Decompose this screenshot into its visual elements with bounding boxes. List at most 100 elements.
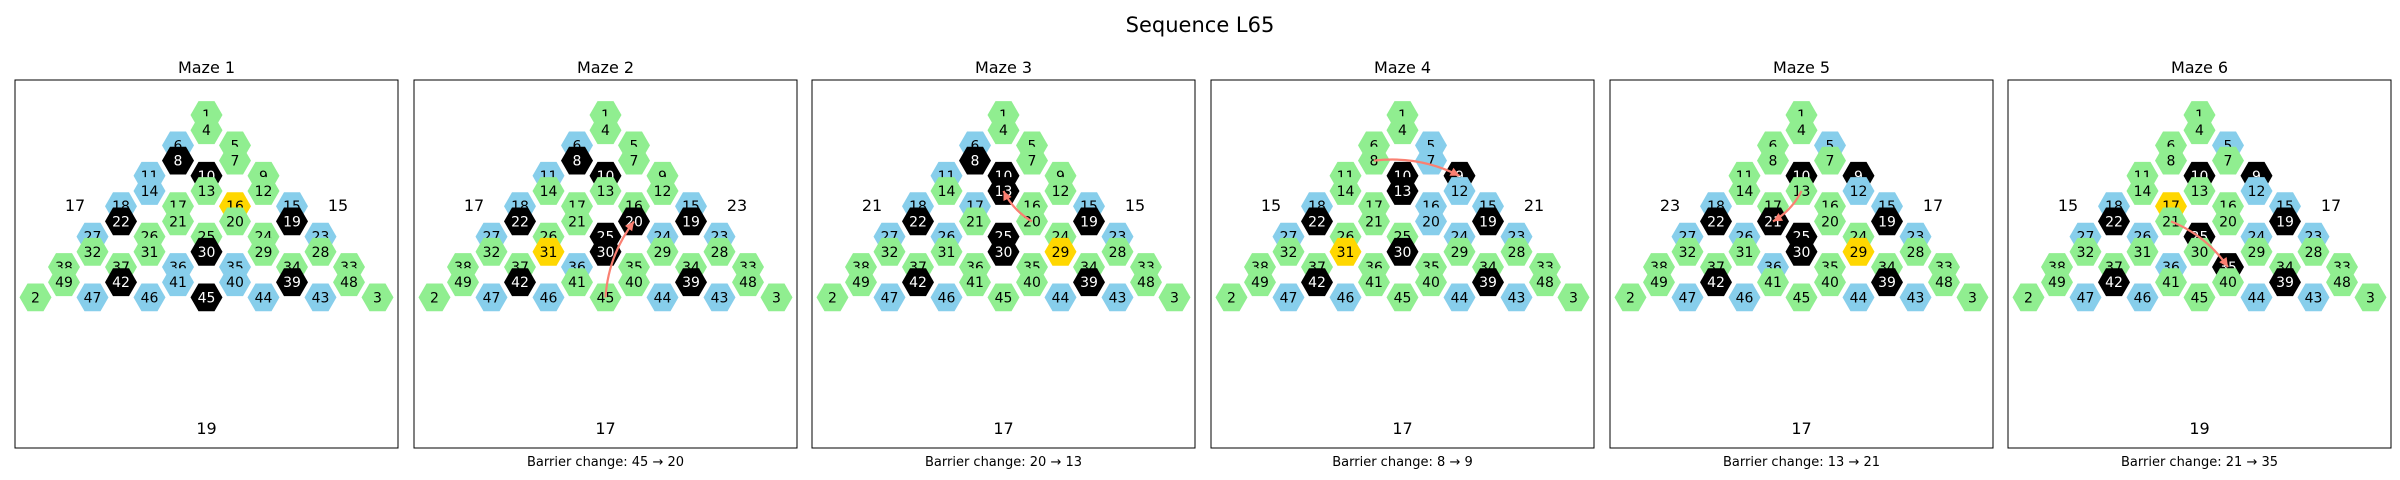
hex-label: 20	[1422, 214, 1440, 230]
hex-label: 31	[1736, 245, 1754, 261]
hex-label: 41	[966, 275, 984, 291]
hex-label: 48	[1536, 275, 1554, 291]
hex-cell-12: 12	[1842, 177, 1875, 205]
hex-cell-13: 13	[589, 177, 622, 205]
hex-cell-19: 19	[1073, 207, 1105, 236]
hex-label: 19	[1479, 214, 1497, 230]
hex-cell-31: 31	[930, 237, 963, 266]
hex-cell-14: 14	[1329, 177, 1362, 205]
hex-cell-22: 22	[902, 207, 934, 236]
hex-label: 13	[198, 184, 216, 200]
hex-cell-7: 7	[219, 146, 251, 175]
figure-title: Sequence L65	[1126, 13, 1275, 37]
hex-label: 29	[1850, 245, 1868, 261]
hex-cell-40: 40	[2212, 268, 2244, 297]
hex-cell-8: 8	[2155, 146, 2187, 175]
hex-label: 47	[1679, 290, 1697, 306]
hex-label: 12	[1850, 184, 1868, 200]
arrow-head	[1003, 191, 1012, 202]
hex-label: 19	[1878, 214, 1896, 230]
hex-label: 14	[141, 184, 159, 200]
hex-cell-19: 19	[1472, 207, 1504, 236]
hex-cell-28: 28	[1101, 237, 1134, 266]
hex-cell-12: 12	[646, 177, 679, 205]
hex-cell-48: 48	[2326, 268, 2358, 297]
hex-cell-22: 22	[1700, 207, 1732, 236]
hex-cell-14: 14	[1728, 177, 1761, 205]
hex-cell-29: 29	[1044, 237, 1077, 266]
hex-cell-41: 41	[959, 268, 991, 297]
hex-cell-4: 4	[1785, 116, 1818, 145]
hex-label: 44	[1850, 290, 1868, 306]
hex-label: 20	[2219, 214, 2237, 230]
hex-cell-30: 30	[1386, 237, 1419, 266]
hex-cell-2: 2	[418, 283, 451, 312]
hex-cell-41: 41	[561, 268, 593, 297]
hex-label: 47	[84, 290, 102, 306]
hex-label: 4	[1398, 123, 1407, 139]
hex-cell-3: 3	[1956, 283, 1989, 312]
hex-label: 46	[1337, 290, 1355, 306]
hex-label: 47	[881, 290, 899, 306]
hex-label: 8	[971, 154, 980, 170]
bottom-side-number: 19	[2189, 419, 2209, 438]
hex-cell-46: 46	[930, 283, 963, 312]
hex-label: 43	[312, 290, 330, 306]
hex-cell-49: 49	[1643, 268, 1675, 297]
hex-label: 28	[2305, 245, 2323, 261]
barrier-change-caption: Barrier change: 13 → 21	[1723, 455, 1880, 470]
hex-label: 4	[202, 123, 211, 139]
hex-cell-19: 19	[1871, 207, 1903, 236]
hex-label: 9	[1854, 169, 1863, 185]
hex-label: 7	[231, 154, 240, 170]
hex-label: 22	[2105, 214, 2123, 230]
hex-cell-41: 41	[1757, 268, 1789, 297]
arrow-head	[1773, 212, 1784, 222]
hex-label: 4	[999, 123, 1008, 139]
hex-label: 40	[226, 275, 244, 291]
hex-label: 44	[654, 290, 672, 306]
hex-cell-45: 45	[987, 283, 1020, 312]
hex-cell-13: 13	[2183, 177, 2216, 205]
hex-label: 5	[1427, 138, 1436, 154]
hex-label: 43	[1508, 290, 1526, 306]
hex-cell-29: 29	[247, 237, 280, 266]
hex-cell-2: 2	[2012, 283, 2045, 312]
hex-cell-39: 39	[675, 268, 707, 297]
hex-label: 30	[995, 245, 1013, 261]
hex-label: 5	[1028, 138, 1037, 154]
hex-label: 2	[31, 290, 40, 306]
hex-label: 32	[881, 245, 899, 261]
hex-label: 8	[573, 154, 582, 170]
hex-cell-32: 32	[475, 237, 508, 266]
hex-cell-20: 20	[2212, 207, 2244, 236]
hex-cell-8: 8	[959, 146, 991, 175]
hex-label: 5	[1826, 138, 1835, 154]
hex-cell-44: 44	[646, 283, 679, 312]
hex-label: 41	[169, 275, 187, 291]
hex-cell-8: 8	[1757, 146, 1789, 175]
hex-label: 8	[1769, 154, 1778, 170]
hex-label: 9	[259, 169, 268, 185]
hex-cell-42: 42	[504, 268, 536, 297]
hex-cell-31: 31	[133, 237, 166, 266]
bottom-side-number: 17	[1392, 419, 1412, 438]
hex-label: 7	[1028, 154, 1037, 170]
hex-cell-20: 20	[1415, 207, 1447, 236]
hex-label: 1	[1797, 108, 1806, 124]
hex-label: 9	[658, 169, 667, 185]
hex-cell-31: 31	[532, 237, 565, 266]
hex-label: 12	[255, 184, 273, 200]
hex-label: 5	[2224, 138, 2233, 154]
hex-label: 42	[112, 275, 130, 291]
hex-cell-43: 43	[2297, 283, 2330, 312]
hex-label: 47	[1280, 290, 1298, 306]
hex-cell-32: 32	[2069, 237, 2102, 266]
hex-cell-42: 42	[2098, 268, 2130, 297]
hex-label: 44	[255, 290, 273, 306]
hex-cell-4: 4	[1386, 116, 1419, 145]
hex-label: 5	[630, 138, 639, 154]
left-side-number: 17	[464, 196, 484, 215]
